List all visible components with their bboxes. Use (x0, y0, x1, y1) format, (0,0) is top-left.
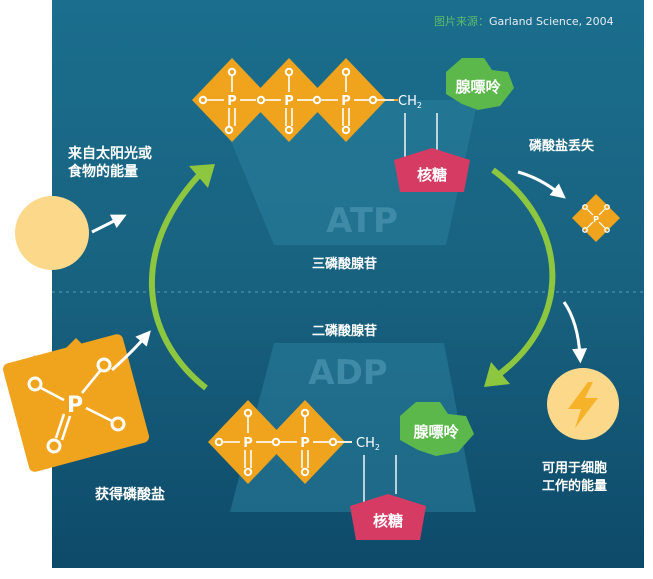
energy-input-line1: 来自太阳光或 (68, 146, 152, 162)
energy-input-label: 来自太阳光或 食物的能量 (68, 145, 152, 181)
phosphate-gained-arrow (110, 330, 151, 372)
adp-molecule: P P CH2 腺嘌呤 核糖 (208, 400, 474, 540)
phosphate-lost-arrow (517, 170, 566, 199)
credit-source: Garland Science, 2004 (489, 15, 614, 28)
energy-input-line2: 食物的能量 (68, 164, 138, 180)
atp-sugar-label: 核糖 (417, 166, 447, 184)
atp-phosphate-2 (249, 58, 329, 142)
adp-ch2-label: CH2 (356, 436, 380, 452)
svg-text:P: P (67, 393, 83, 418)
adp-phosphate-glyph: P (243, 436, 253, 451)
adp-name-label: 二磷酸腺苷 (312, 324, 378, 339)
adp-phosphate-glyph: P (300, 436, 310, 451)
atp-phosphate-glyph: P (284, 94, 294, 109)
adp-abbr-label: ADP (308, 353, 387, 393)
image-credit: 图片来源：Garland Science, 2004 (434, 13, 614, 29)
atp-phosphate-3 (306, 58, 386, 142)
adp-sugar (350, 494, 426, 540)
sun-energy-icon (15, 196, 89, 270)
lightning-bolt-icon (568, 382, 598, 428)
adp-base-label: 腺嘌呤 (413, 423, 459, 441)
energy-output-label: 可用于细胞 工作的能量 (542, 460, 607, 496)
phosphate-gained-label: 获得磷酸盐 (95, 487, 165, 503)
cycle-arrow-icon (484, 362, 510, 387)
cycle-arrow-icon (189, 164, 215, 188)
atp-sugar (394, 148, 470, 192)
energy-output-arrow (562, 301, 588, 364)
energy-output-line2: 工作的能量 (542, 479, 608, 494)
atp-phosphate-glyph: P (227, 94, 237, 109)
energy-output-line1: 可用于细胞 (542, 461, 608, 476)
left-cycle-arrow (148, 165, 209, 391)
atp-ch2-label: CH2 (398, 94, 422, 110)
phosphate-lost-label: 磷酸盐丢失 (529, 139, 595, 154)
atp-base-label: 腺嘌呤 (455, 78, 501, 96)
adp-base (400, 402, 474, 456)
right-cycle-arrow (491, 167, 556, 381)
adp-phosphate-2 (265, 400, 345, 484)
atp-phosphate-glyph: P (341, 94, 351, 109)
atp-molecule: P P P CH2 腺嘌呤 核糖 (192, 58, 514, 192)
adp-phosphate-1 (208, 400, 288, 484)
released-phosphate: P (572, 194, 620, 242)
atp-base (446, 58, 514, 110)
adp-sugar-label: 核糖 (373, 512, 403, 530)
svg-text:P: P (593, 215, 599, 224)
atp-abbr-label: ATP (326, 201, 398, 241)
atp-trapezoid (214, 100, 478, 245)
atp-phosphate-1 (192, 58, 272, 142)
atp-name-label: 三磷酸腺苷 (312, 257, 378, 272)
energy-input-arrow (91, 214, 127, 234)
credit-prefix: 图片来源： (434, 15, 489, 28)
